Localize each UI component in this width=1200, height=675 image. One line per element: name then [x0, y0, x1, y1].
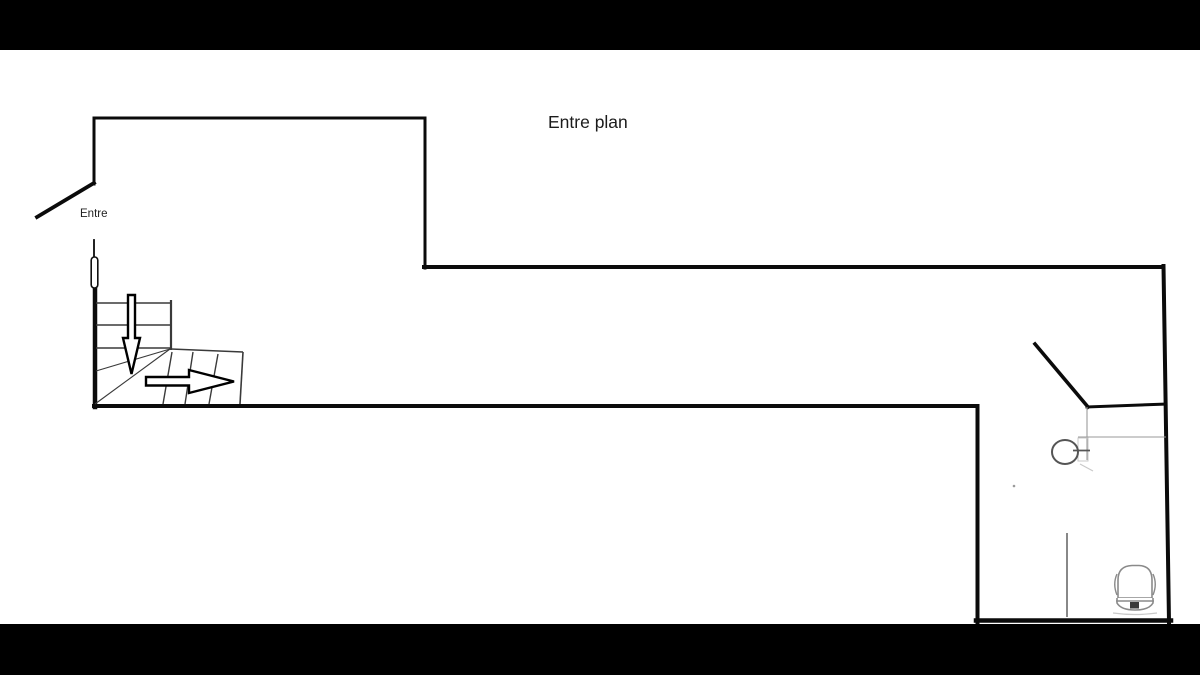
page-title: Entre plan [548, 112, 628, 132]
stair-edge [239, 351, 244, 405]
stray-mark [1012, 484, 1016, 488]
toilet-base-line [1112, 612, 1158, 616]
sink-icon [1051, 439, 1090, 465]
entry-label: Entre [80, 208, 108, 220]
toilet-bowl [1117, 564, 1153, 599]
bathroom-top-wall [1085, 402, 1168, 409]
entry-room-walls [92, 116, 427, 270]
outer-walls [92, 116, 1174, 625]
toilet-rim-left [1114, 573, 1118, 596]
top-letterbox-bar [0, 0, 1200, 50]
stair-winder-line [94, 348, 171, 405]
right-outer-wall [1161, 263, 1172, 625]
stairs-icon [94, 300, 244, 405]
right-arrow-icon [144, 368, 235, 395]
bottom-letterbox-bar [0, 624, 1200, 675]
stair-landing-edge [170, 348, 244, 353]
toilet-flush-button [1130, 602, 1139, 609]
bathroom-interior [1012, 407, 1166, 617]
bathroom-door-icon [1032, 341, 1091, 410]
toilet-rim-right [1152, 573, 1156, 596]
down-arrow-icon [121, 293, 142, 375]
entry-door-icon [34, 180, 97, 220]
sketch-stroke [1079, 463, 1094, 472]
sink-basin [1051, 439, 1079, 465]
door-jamb-marker [90, 256, 99, 289]
toilet-icon [1112, 564, 1158, 616]
